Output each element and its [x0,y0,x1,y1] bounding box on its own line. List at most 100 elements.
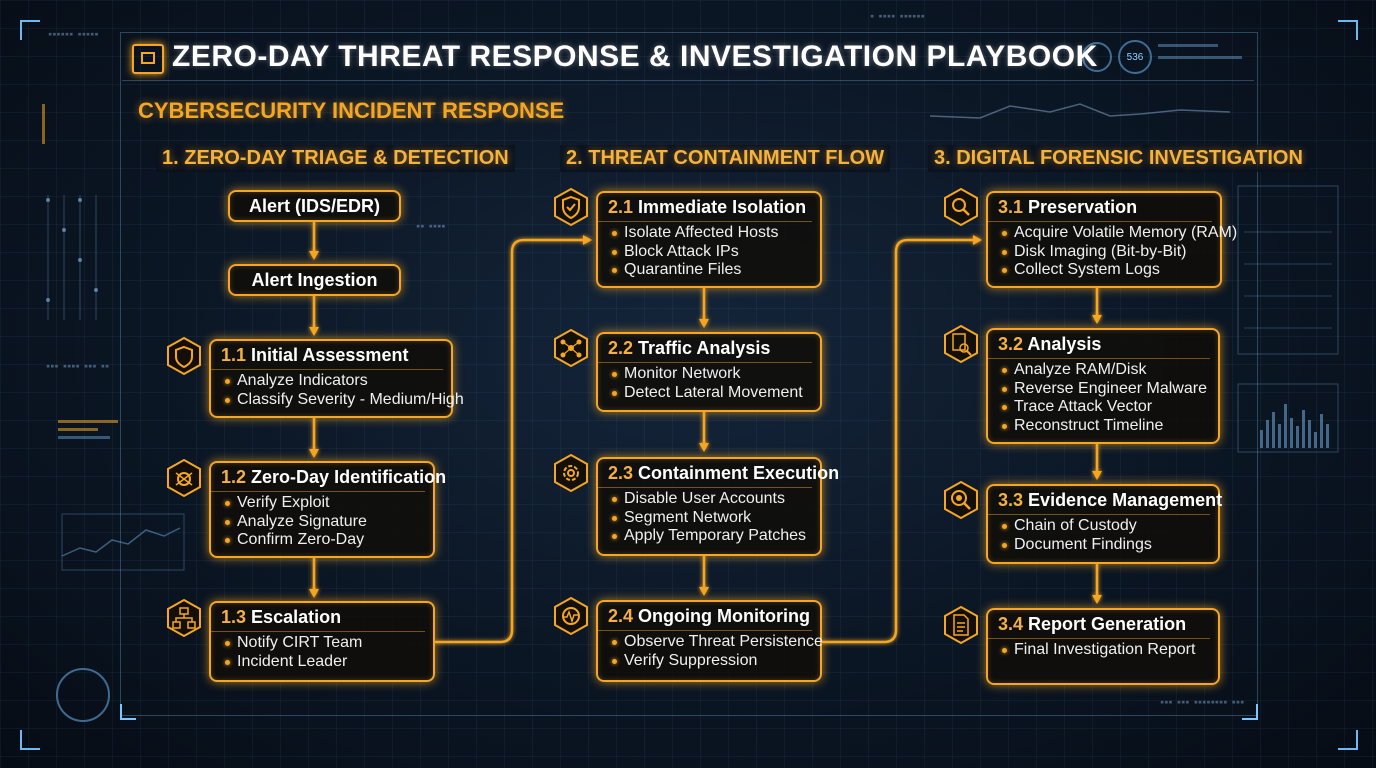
step-item: Confirm Zero-Day [225,531,433,550]
frame-corner [1338,730,1358,750]
step-item: Incident Leader [225,653,433,672]
hud-bar [58,436,110,439]
report-icon [941,605,981,645]
hud-bar [58,420,118,423]
step-number: 1.3 [221,607,247,627]
step-item: Collect System Logs [1002,261,1220,280]
step-item: Block Attack IPs [612,243,820,262]
step-number: 3.3 [998,490,1024,510]
step-3-3[interactable]: 3.3 Evidence Management Chain of Custody… [986,484,1223,564]
step-2-4[interactable]: 2.4 Ongoing Monitoring Observe Threat Pe… [596,600,823,682]
step-item: Reconstruct Timeline [1002,417,1218,436]
step-item: Detect Lateral Movement [612,384,820,403]
hud-text: ▪▪▪ ▪▪▪▪ ▪▪▪ ▪▪ [46,362,110,370]
step-number: 3.1 [998,197,1024,217]
main-frame [120,32,1258,716]
step-item: Disable User Accounts [612,490,820,509]
step-item: Acquire Volatile Memory (RAM) [1002,224,1237,243]
step-number: 2.4 [608,606,634,626]
step-2-1[interactable]: 2.1 Immediate Isolation Isolate Affected… [596,191,822,288]
step-item: Disk Imaging (Bit-by-Bit) [1002,243,1220,262]
alert-node[interactable]: Alert (IDS/EDR) [228,190,401,222]
step-item: Analyze Indicators [225,372,451,391]
step-title: Traffic Analysis [638,338,771,358]
hud-counter: 536 [1118,40,1152,74]
monitor-pulse-icon [551,596,591,636]
hud-ring [56,668,110,722]
step-3-2[interactable]: 3.2 Analysis Analyze RAM/Disk Reverse En… [986,328,1220,444]
document-search-icon [941,324,981,364]
frame-corner [1242,704,1258,720]
step-item: Notify CIRT Team [225,634,433,653]
hud-bar [1158,56,1242,59]
step-title: Initial Assessment [251,345,409,365]
magnifier-icon [941,187,981,227]
step-title: Report Generation [1028,614,1187,634]
frame-corner [120,704,136,720]
step-item: Apply Temporary Patches [612,527,820,546]
title-bar [122,34,1254,81]
step-number: 2.3 [608,463,634,483]
step-number: 3.4 [998,614,1024,634]
step-item: Verify Suppression [612,652,820,671]
step-item: Monitor Network [612,365,820,384]
section-title-containment: 2. THREAT CONTAINMENT FLOW [560,145,891,172]
step-2-2[interactable]: 2.2 Traffic Analysis Monitor Network Det… [596,332,822,412]
bug-icon [164,458,204,498]
page-subtitle: CYBERSECURITY INCIDENT RESPONSE [138,98,565,123]
gear-icon [551,453,591,493]
hud-text: ▪▪▪ ▪▪▪ ▪▪▪▪▪▪▪▪ ▪▪▪ [1160,698,1245,706]
alert-ingestion-node[interactable]: Alert Ingestion [228,264,401,296]
step-title: Preservation [1028,197,1138,217]
step-item: Chain of Custody [1002,517,1218,536]
step-2-3[interactable]: 2.3 Containment Execution Disable User A… [596,457,839,556]
hud-bar [58,428,98,431]
step-item: Analyze RAM/Disk [1002,361,1218,380]
step-item: Final Investigation Report [1002,641,1218,660]
section-title-triage: 1. ZERO-DAY TRIAGE & DETECTION [156,145,515,172]
step-item: Document Findings [1002,536,1218,555]
network-icon [551,328,591,368]
step-item: Analyze Signature [225,513,433,532]
step-1-3[interactable]: 1.3 Escalation Notify CIRT Team Incident… [209,601,435,682]
step-3-4[interactable]: 3.4 Report Generation Final Investigatio… [986,608,1220,685]
hud-bar [1158,44,1218,47]
step-number: 2.1 [608,197,634,217]
hud-text: ▪▪ ▪▪▪▪ [416,222,446,230]
step-number: 1.1 [221,345,247,365]
step-item: Observe Threat Persistence [612,633,823,652]
step-title: Containment Execution [638,463,840,483]
step-3-1[interactable]: 3.1 Preservation Acquire Volatile Memory… [986,191,1237,288]
step-title: Immediate Isolation [638,197,807,217]
step-number: 1.2 [221,467,247,487]
step-item: Segment Network [612,509,820,528]
shield-check-icon [551,187,591,227]
step-1-1[interactable]: 1.1 Initial Assessment Analyze Indicator… [209,339,464,418]
step-item: Classify Severity - Medium/High [225,391,464,410]
step-item: Verify Exploit [225,494,433,513]
evidence-search-icon [941,480,981,520]
step-title: Escalation [251,607,342,627]
connector-arrow [822,235,982,644]
step-item: Isolate Affected Hosts [612,224,820,243]
hud-text: ▪ ▪▪▪▪ ▪▪▪▪▪▪ [870,12,925,20]
step-item: Reverse Engineer Malware [1002,380,1218,399]
frame-corner [20,730,40,750]
monitor-icon [132,44,164,74]
shield-icon [164,336,204,376]
section-title-forensics: 3. DIGITAL FORENSIC INVESTIGATION [928,145,1309,172]
hud-ring [1082,42,1112,72]
step-1-2[interactable]: 1.2 Zero-Day Identification Verify Explo… [209,461,446,558]
frame-corner [20,20,40,40]
hierarchy-icon [164,598,204,638]
step-title: Zero-Day Identification [251,467,447,487]
page-title: ZERO-DAY THREAT RESPONSE & INVESTIGATION… [172,40,1098,73]
hud-text: ▪▪▪▪▪▪ ▪▪▪▪▪ [48,30,99,38]
step-item: Quarantine Files [612,261,820,280]
step-title: Evidence Management [1028,490,1223,510]
step-item: Trace Attack Vector [1002,398,1218,417]
step-title: Analysis [1027,334,1102,354]
step-title: Ongoing Monitoring [638,606,810,626]
